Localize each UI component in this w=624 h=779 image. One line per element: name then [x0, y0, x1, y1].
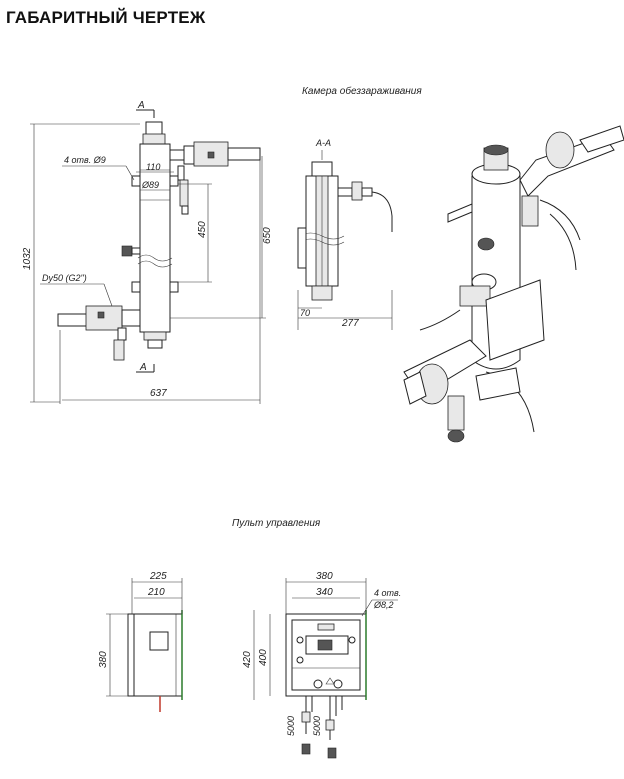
dim-110: 110: [146, 162, 160, 172]
chamber-front-view: A A: [22, 100, 273, 404]
chamber-caption: Камера обеззараживания: [302, 86, 422, 97]
panel-side-view: 225 210 380: [98, 571, 183, 712]
dim-dy50: Dy50 (G2"): [42, 273, 87, 283]
dim-cable-5000-b: 5000: [312, 716, 322, 736]
dim-d89: Ø89: [141, 180, 159, 190]
dim-panel-210: 210: [147, 587, 165, 598]
panel-caption: Пульт управления: [232, 518, 321, 529]
dim-cable-5000-a: 5000: [286, 716, 296, 736]
section-aa-label: A-A: [315, 138, 331, 148]
dim-panel-380-width: 380: [316, 571, 333, 582]
dim-panel-340: 340: [316, 587, 333, 598]
dim-panel-holes-diameter: Ø8,2: [373, 600, 394, 610]
dim-650: 650: [262, 227, 273, 244]
dim-450: 450: [197, 221, 208, 238]
dim-holes: 4 отв. Ø9: [64, 155, 106, 165]
dim-70: 70: [300, 308, 310, 318]
dim-panel-holes: 4 отв.: [374, 588, 401, 598]
dim-panel-380-height: 380: [98, 651, 109, 668]
dim-637: 637: [150, 388, 167, 399]
section-mark-bottom: A: [139, 362, 147, 373]
chamber-section-aa: A-A 277 70: [297, 138, 393, 330]
chamber-isometric-view: [403, 125, 624, 443]
section-mark-top: A: [137, 100, 145, 111]
dim-1032: 1032: [22, 247, 33, 270]
dim-277: 277: [341, 318, 359, 329]
page-title: ГАБАРИТНЫЙ ЧЕРТЕЖ: [6, 8, 206, 27]
dim-panel-400: 400: [258, 649, 269, 666]
dim-panel-225: 225: [149, 571, 167, 582]
dim-panel-420: 420: [242, 651, 253, 668]
panel-front-view: 380 340 420 400 4 отв. Ø8,2 5000 5000: [242, 571, 401, 759]
